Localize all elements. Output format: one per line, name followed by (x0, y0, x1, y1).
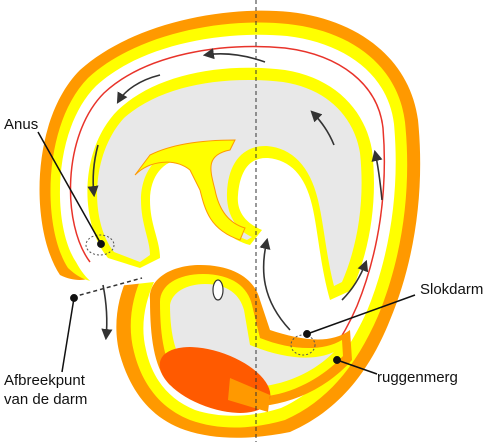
label-spinal-cord: ruggenmerg (377, 369, 458, 386)
label-breakpoint-line1: Afbreekpunt (4, 372, 86, 389)
label-anus: Anus (4, 116, 38, 133)
label-breakpoint-line2: van de darm (4, 391, 87, 408)
label-esophagus: Slokdarm (420, 281, 483, 298)
